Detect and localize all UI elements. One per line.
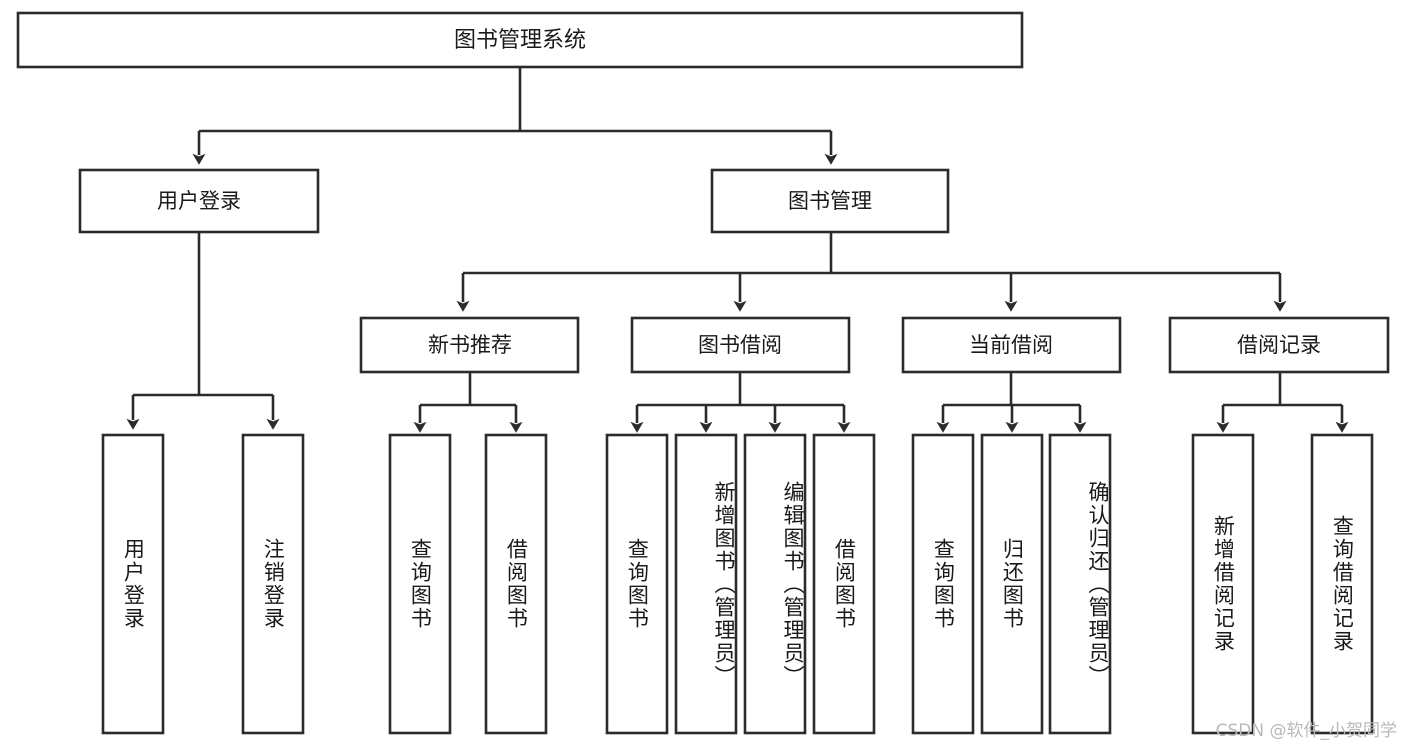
node-current-borrow-box[interactable] (901, 316, 1122, 374)
node-leaf-borrow-book-2-box[interactable] (812, 433, 876, 735)
node-leaf-query-record[interactable] (1310, 433, 1374, 735)
node-leaf-confirm-return[interactable] (1048, 433, 1112, 735)
node-borrow-record[interactable]: 借阅记录 (1168, 316, 1390, 374)
node-leaf-return-book[interactable] (980, 433, 1044, 735)
node-root-label: 图书管理系统 (454, 28, 586, 53)
node-leaf-query-record-box[interactable] (1310, 433, 1374, 735)
node-leaf-add-book-box[interactable] (674, 433, 738, 735)
node-book-management-box[interactable] (710, 168, 950, 234)
node-leaf-user-login[interactable] (101, 433, 165, 735)
node-leaf-edit-book[interactable] (743, 433, 807, 735)
node-leaf-add-record[interactable] (1191, 433, 1255, 735)
node-book-management[interactable]: 图书管理 (710, 168, 950, 234)
node-book-borrow[interactable]: 图书借阅 (630, 316, 851, 374)
node-borrow-record-label: 借阅记录 (1237, 333, 1321, 357)
node-leaf-return-book-box[interactable] (980, 433, 1044, 735)
node-leaf-user-login-box[interactable] (101, 433, 165, 735)
node-new-book-recommend[interactable]: 新书推荐 (359, 316, 580, 374)
node-borrow-record-box[interactable] (1168, 316, 1390, 374)
node-user-login[interactable]: 用户登录 (78, 168, 320, 234)
edges-current-borrow-to-leaves (936, 372, 1087, 433)
node-leaf-query-book-3[interactable] (911, 433, 975, 735)
node-leaf-query-book-1[interactable] (388, 433, 452, 735)
node-leaf-query-book-2-box[interactable] (605, 433, 669, 735)
node-leaf-add-record-box[interactable] (1191, 433, 1255, 735)
node-user-login-box[interactable] (78, 168, 320, 234)
node-book-borrow-label: 图书借阅 (698, 333, 782, 357)
node-current-borrow-label: 当前借阅 (969, 333, 1053, 357)
node-new-book-recommend-label: 新书推荐 (428, 333, 512, 357)
node-book-borrow-box[interactable] (630, 316, 851, 374)
edges-user-login-to-leaves (126, 232, 280, 430)
node-leaf-logout-login[interactable] (241, 433, 305, 735)
edges-book-borrow-to-leaves (630, 372, 851, 433)
node-leaf-borrow-book-1-box[interactable] (484, 433, 548, 735)
node-leaf-add-book[interactable] (674, 433, 738, 735)
node-new-book-recommend-box[interactable] (359, 316, 580, 374)
node-leaf-borrow-book-1[interactable] (484, 433, 548, 735)
node-root[interactable]: 图书管理系统 (16, 11, 1024, 69)
edges-root-to-level2 (192, 67, 838, 165)
node-leaf-query-book-3-box[interactable] (911, 433, 975, 735)
node-leaf-confirm-return-box[interactable] (1048, 433, 1112, 735)
node-leaf-query-book-2[interactable] (605, 433, 669, 735)
edges-book-management-to-level3 (456, 232, 1287, 312)
node-root-box[interactable] (16, 11, 1024, 69)
csdn-watermark: CSDN @软件_小贺同学 (1215, 721, 1397, 741)
node-current-borrow[interactable]: 当前借阅 (901, 316, 1122, 374)
edges-new-book-recommend-to-leaves (413, 372, 523, 433)
node-leaf-edit-book-box[interactable] (743, 433, 807, 735)
node-user-login-label: 用户登录 (157, 189, 241, 213)
node-leaf-query-book-1-box[interactable] (388, 433, 452, 735)
node-leaf-logout-login-box[interactable] (241, 433, 305, 735)
node-leaf-borrow-book-2[interactable] (812, 433, 876, 735)
node-book-management-label: 图书管理 (788, 189, 872, 213)
edges-borrow-record-to-leaves (1216, 372, 1349, 433)
